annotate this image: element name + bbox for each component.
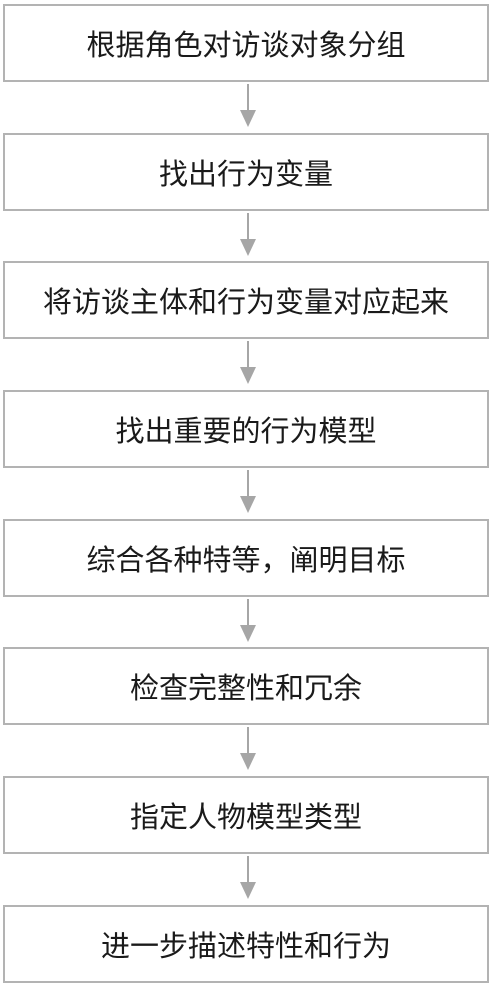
arrow-down-3 — [238, 341, 258, 385]
step-box-1: 根据角色对访谈对象分组 — [3, 4, 489, 82]
step-box-7: 指定人物模型类型 — [3, 776, 489, 854]
arrow-down-5 — [238, 599, 258, 643]
step-box-2: 找出行为变量 — [3, 133, 489, 211]
arrow-down-1 — [238, 84, 258, 128]
step-box-8: 进一步描述特性和行为 — [3, 905, 489, 983]
step-label-7: 指定人物模型类型 — [129, 800, 362, 834]
step-label-5: 综合各种特等，阐明目标 — [86, 543, 406, 577]
step-label-3: 将访谈主体和行为变量对应起来 — [42, 285, 449, 319]
arrow-down-4 — [238, 470, 258, 514]
arrow-down-2 — [238, 213, 258, 257]
step-box-6: 检查完整性和冗余 — [3, 647, 489, 725]
step-box-5: 综合各种特等，阐明目标 — [3, 519, 489, 597]
step-box-4: 找出重要的行为模型 — [3, 390, 489, 468]
step-label-6: 检查完整性和冗余 — [129, 671, 362, 705]
step-label-2: 找出行为变量 — [158, 157, 333, 191]
step-label-8: 进一步描述特性和行为 — [100, 929, 391, 963]
step-label-4: 找出重要的行为模型 — [115, 414, 377, 448]
step-label-1: 根据角色对访谈对象分组 — [86, 28, 406, 62]
arrow-down-6 — [238, 727, 258, 771]
step-box-3: 将访谈主体和行为变量对应起来 — [3, 261, 489, 339]
arrow-down-7 — [238, 856, 258, 900]
